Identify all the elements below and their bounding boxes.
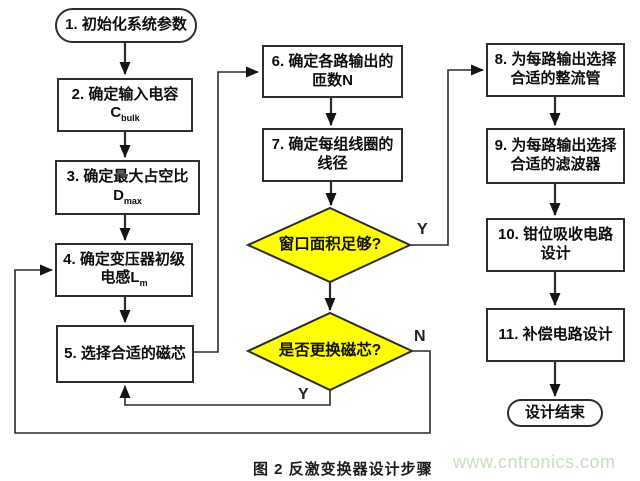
step6-line2: 匝数N [312, 71, 353, 89]
step3-line1: 3. 确定最大占空比 [66, 168, 189, 186]
step4-line1: 4. 确定变压器初级 [63, 250, 185, 268]
decision1-diamond [245, 206, 413, 284]
step4-line2: 电感Lm [100, 269, 148, 289]
edge-decision1-yes-to-box8 [410, 64, 484, 246]
decision2-label: 是否更换磁芯? [278, 342, 382, 359]
step5-select-core-box: 5. 选择合适的磁芯 [56, 325, 194, 383]
end-label: 设计结束 [524, 403, 585, 421]
edge-decision2-no-to-box4 [14, 264, 431, 434]
step4-primary-inductance-box: 4. 确定变压器初级 电感Lm [55, 243, 193, 297]
edge-box5-to-box6 [194, 66, 259, 353]
edge-decision2-yes-to-box5 [119, 385, 331, 406]
step8-line2: 合适的整流管 [510, 70, 601, 87]
step10-clamp-snubber-box: 10. 钳位吸收电路 设计 [486, 218, 625, 272]
start-node: 1. 初始化系统参数 [55, 8, 197, 43]
start-label: 1. 初始化系统参数 [65, 16, 187, 34]
step2-input-capacitor-box: 2. 确定输入电容 Cbulk [57, 78, 193, 132]
watermark-text: www.cntronics.com [453, 452, 616, 472]
step2-line1: 2. 确定输入电容 [71, 85, 179, 103]
step8-line1: 8. 为每路输出选择 [494, 51, 617, 69]
step7-wire-diameter-box: 7. 确定每组线圈的 线径 [262, 128, 403, 182]
step5-label: 5. 选择合适的磁芯 [64, 344, 186, 362]
step8-rectifier-box: 8. 为每路输出选择 合适的整流管 [486, 43, 625, 97]
decision2-diamond [245, 311, 415, 392]
step2-symbol: Cbulk [110, 104, 140, 124]
step3-max-duty-box: 3. 确定最大占空比 Dmax [55, 160, 200, 215]
step10-line1: 10. 钳位吸收电路 [497, 226, 614, 244]
decision2-no-branch-label: N [414, 328, 426, 345]
step6-line1: 6. 确定各路输出的 [271, 52, 394, 70]
end-node: 设计结束 [507, 399, 603, 427]
figure-caption: 图 2 反激变换器设计步骤 [253, 461, 433, 478]
decision1-yes-branch-label: Y [417, 221, 428, 238]
step7-line2: 线径 [317, 155, 348, 172]
step10-line2: 设计 [540, 245, 571, 262]
decision1-label: 窗口面积足够? [278, 236, 382, 253]
step7-line1: 7. 确定每组线圈的 [271, 136, 394, 154]
step9-line1: 9. 为每路输出选择 [494, 137, 617, 155]
step11-compensation-box: 11. 补偿电路设计 [486, 308, 625, 362]
decision2-yes-branch-label: Y [298, 386, 309, 403]
step3-symbol: Dmax [113, 186, 142, 206]
step9-filter-box: 9. 为每路输出选择 合适的滤波器 [486, 128, 625, 184]
step6-turns-box: 6. 确定各路输出的 匝数N [262, 45, 403, 98]
step11-label: 11. 补偿电路设计 [498, 325, 613, 343]
step9-line2: 合适的滤波器 [510, 156, 601, 173]
